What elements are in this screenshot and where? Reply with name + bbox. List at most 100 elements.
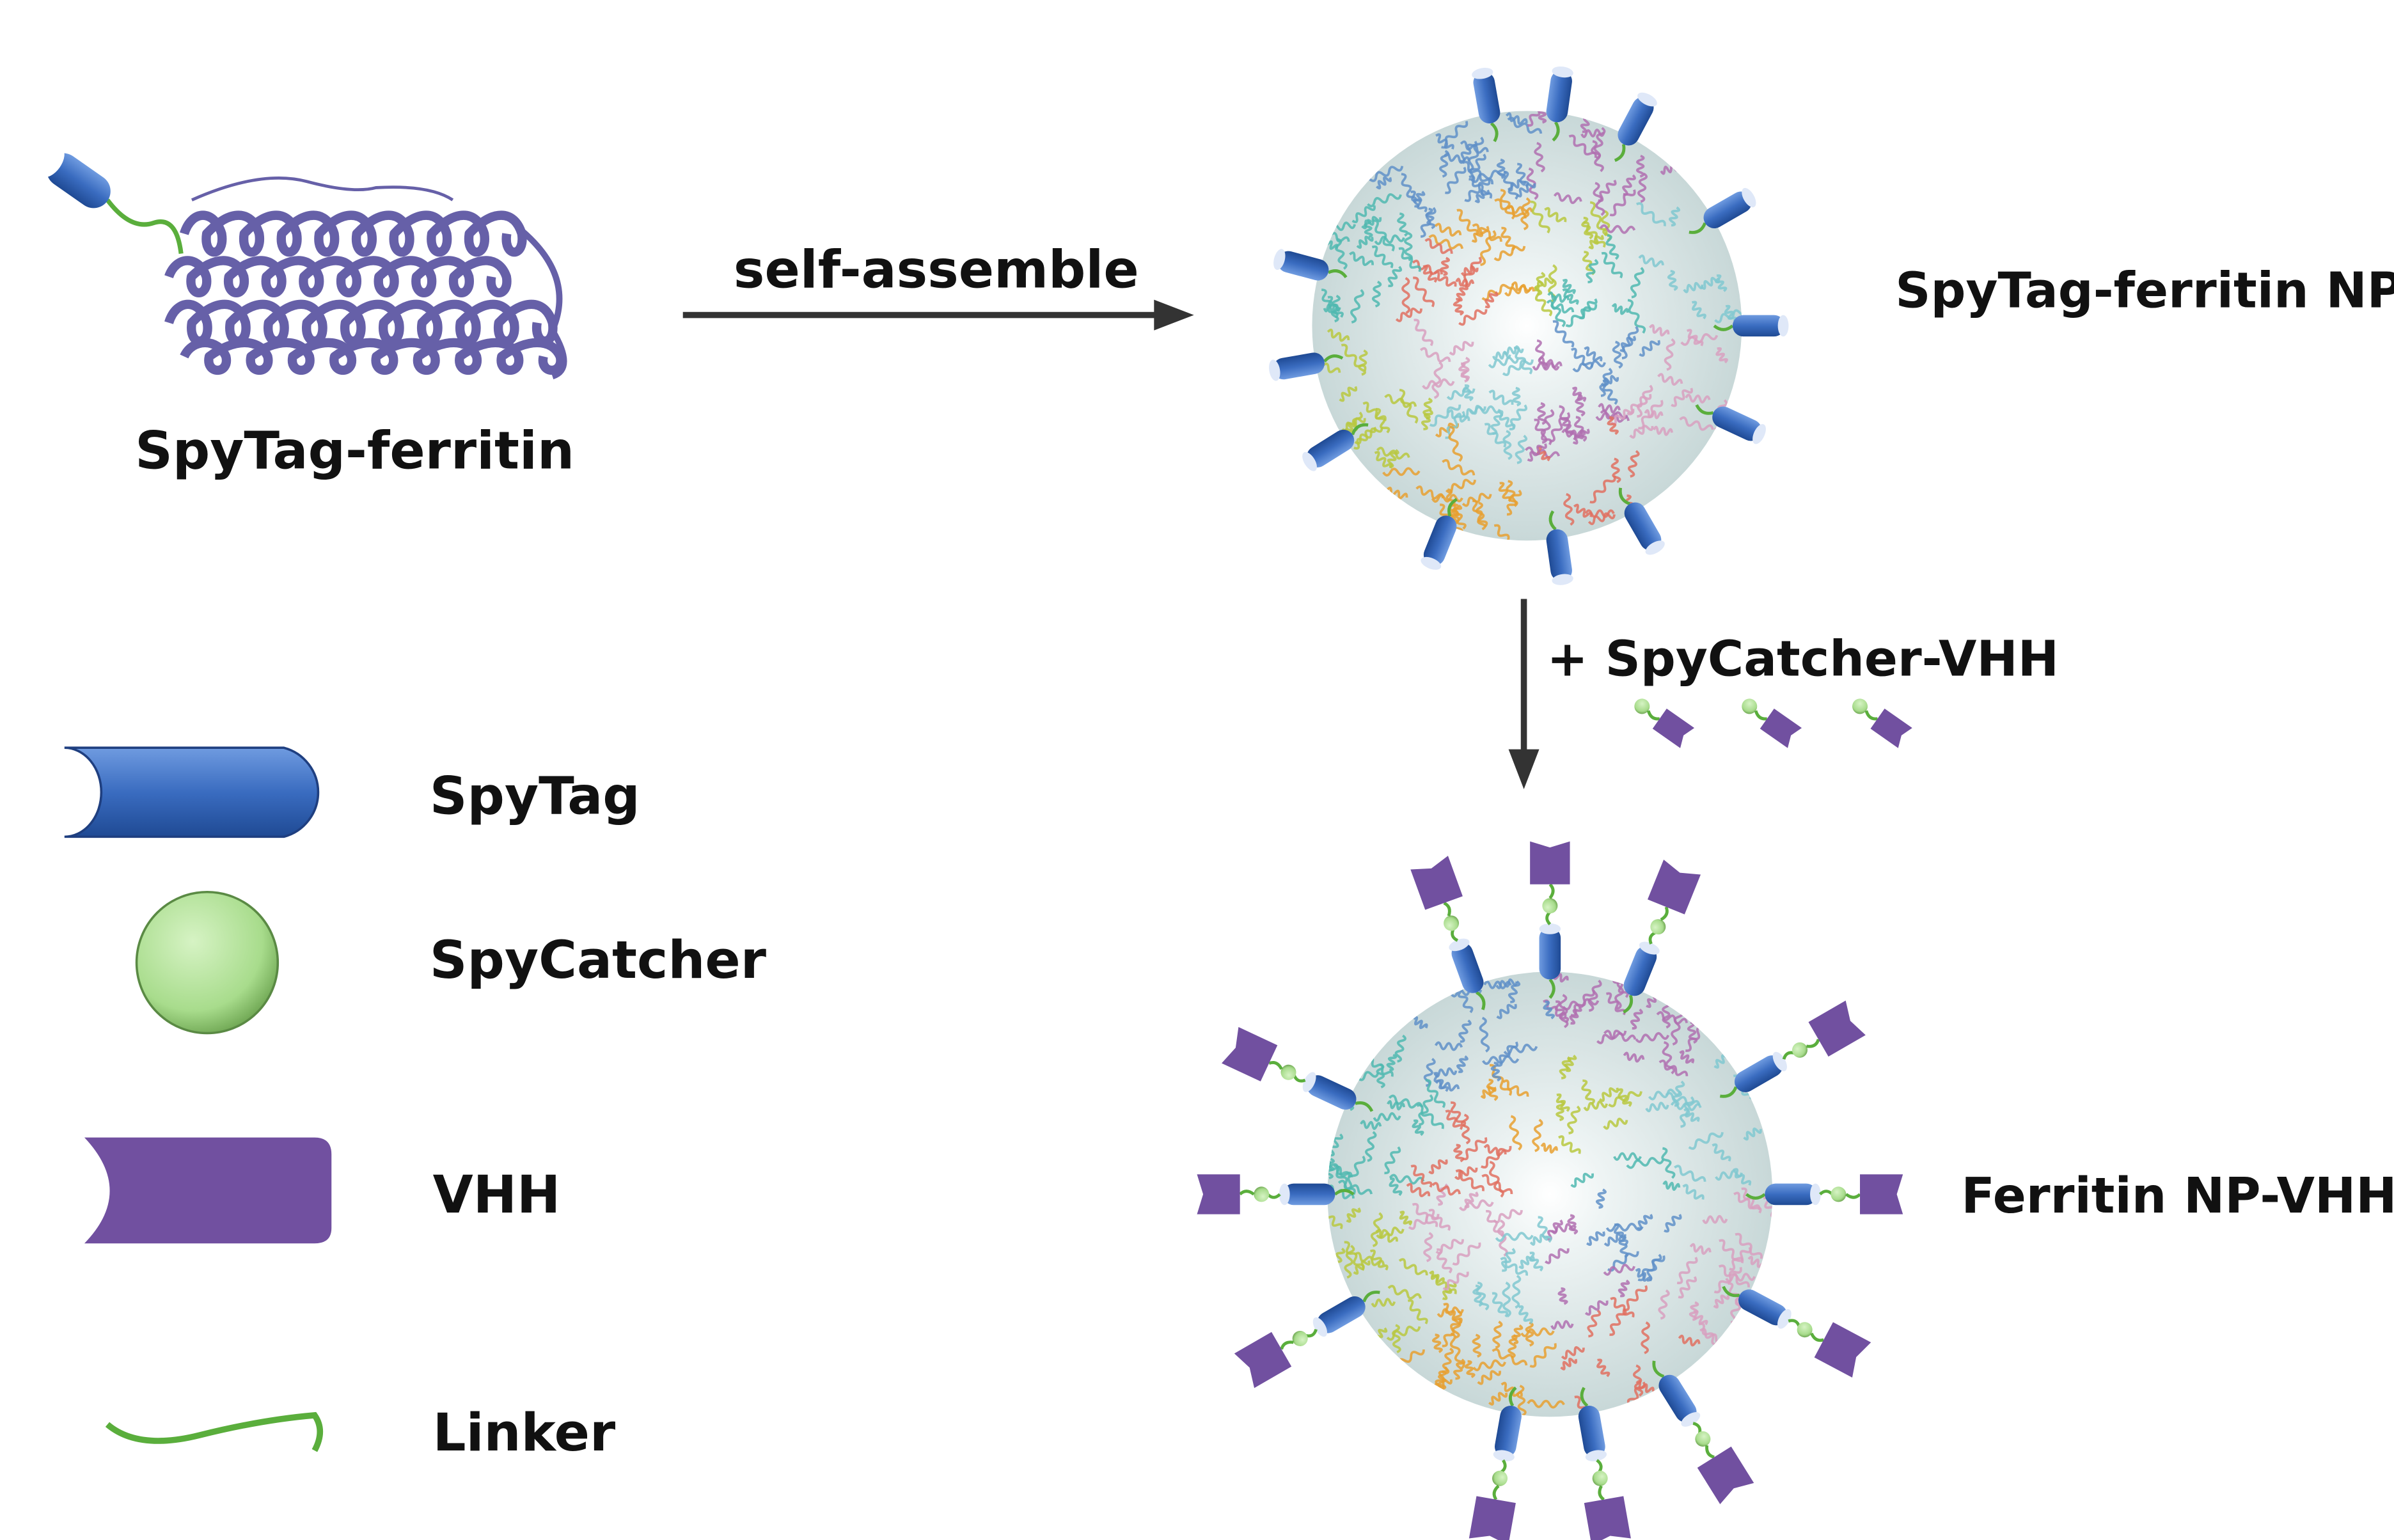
- spytag: [1618, 487, 1665, 555]
- linker: [1548, 978, 1555, 999]
- linker: [1362, 1291, 1380, 1303]
- linker: [1614, 144, 1626, 162]
- helix-subunit: [1492, 1292, 1509, 1317]
- spytag-cylinder: [1712, 406, 1762, 441]
- helix-subunit: [1724, 304, 1737, 322]
- helix-subunit: [1598, 403, 1621, 414]
- helix-subunit: [1344, 1241, 1365, 1271]
- helix-subunit: [1452, 1242, 1481, 1266]
- helix-subunit: [1529, 1252, 1543, 1272]
- helix-subunit: [1386, 1325, 1421, 1341]
- spycatcher-vhh-conjugate: [1634, 698, 1695, 748]
- spycatcher: [1742, 698, 1758, 714]
- helix-subunit: [1337, 1179, 1373, 1195]
- spytag-cylinder: [1307, 1075, 1357, 1110]
- spycatcher: [1280, 1064, 1296, 1080]
- helix-subunit: [1621, 326, 1639, 359]
- vhh: [1469, 1496, 1516, 1540]
- linker: [1818, 1190, 1834, 1196]
- linker: [1864, 710, 1878, 721]
- nanoparticle2-label: Ferritin NP-VHH: [1961, 1168, 2394, 1225]
- helix-subunit: [1515, 434, 1528, 464]
- spytag-end: [1637, 92, 1657, 107]
- spytag-cylinder: [1546, 70, 1572, 123]
- spytag-end: [1752, 424, 1766, 444]
- spytag-end: [1472, 68, 1493, 79]
- helix-subunit: [1516, 1385, 1527, 1417]
- helix-subunit: [1481, 283, 1515, 301]
- helix-subunit: [1644, 409, 1664, 420]
- helix-subunit: [1712, 1143, 1731, 1162]
- helix-subunit: [1349, 251, 1374, 266]
- helix-subunit: [1474, 189, 1490, 203]
- helix-subunit: [1421, 409, 1433, 430]
- helix-subunit: [1435, 1079, 1460, 1092]
- helix-subunit: [1735, 1232, 1763, 1259]
- helix-subunit: [1472, 223, 1502, 242]
- spycatcher: [1254, 1186, 1270, 1202]
- spytag-spycatcher-vhh: [1530, 841, 1570, 999]
- helix-subunit: [1679, 1050, 1695, 1064]
- helix-subunit: [1671, 1009, 1684, 1046]
- helix-subunit: [1525, 1321, 1534, 1347]
- helix-subunit: [1544, 207, 1567, 223]
- helix-subunit: [1445, 478, 1477, 494]
- linker: [1323, 354, 1344, 363]
- helix-subunit: [1373, 1112, 1401, 1122]
- spycatcher: [1634, 698, 1650, 714]
- step2-label: + SpyCatcher-VHH: [1547, 631, 2059, 688]
- helix-subunit: [1552, 320, 1575, 348]
- helix-subunit: [1529, 1234, 1549, 1246]
- helix-subunit: [1534, 271, 1546, 296]
- helix-subunit: [1431, 1182, 1461, 1196]
- spytag: [1421, 498, 1458, 570]
- spytag-cylinder: [1273, 352, 1325, 380]
- helix-subunit: [1550, 1320, 1574, 1330]
- vhh: [1222, 1026, 1278, 1081]
- helix-subunit: [1353, 1260, 1371, 1275]
- spytag: [1695, 404, 1766, 444]
- helix-subunit: [1443, 1303, 1463, 1324]
- helix-subunit: [1369, 166, 1404, 182]
- helix-subunit: [1488, 389, 1514, 405]
- helix-subunit: [1483, 980, 1512, 989]
- helix-subunit: [1401, 277, 1411, 315]
- helix-subunit: [1483, 1144, 1507, 1157]
- helix-subunit: [1508, 1334, 1518, 1359]
- linker: [1580, 1387, 1589, 1408]
- linker: [1443, 901, 1451, 917]
- helix-subunit: [1371, 280, 1382, 308]
- helix-subunit: [1461, 161, 1493, 185]
- helix-subunit: [1389, 1174, 1425, 1185]
- helix-subunit: [1502, 430, 1513, 460]
- helix-subunit: [1572, 428, 1590, 445]
- linker: [1266, 1193, 1281, 1199]
- helix-subunit: [1520, 1327, 1555, 1337]
- helix-subunit: [1653, 425, 1673, 436]
- helix-subunit: [1387, 1100, 1405, 1111]
- linker: [1492, 1484, 1500, 1501]
- linker: [1722, 1285, 1740, 1298]
- monomer-label: SpyTag-ferritin: [135, 421, 574, 482]
- helix-subunit: [1431, 1333, 1443, 1353]
- helix-subunit: [1729, 1246, 1752, 1271]
- helix-subunit: [1503, 345, 1524, 356]
- helix-subunit: [1431, 494, 1463, 503]
- helix-subunit: [1632, 1364, 1644, 1397]
- helix-subunit: [1453, 297, 1464, 316]
- helix-subunit: [1571, 347, 1593, 368]
- spytag-spycatcher-vhh: [1722, 1285, 1871, 1378]
- helix-subunit: [1648, 1088, 1681, 1101]
- helix-subunit: [1498, 482, 1512, 503]
- helix-subunit: [1384, 1146, 1401, 1175]
- linker: [1719, 1086, 1738, 1098]
- helix-subunit: [1376, 1226, 1405, 1239]
- helix-subunit: [1488, 1392, 1508, 1406]
- linker: [1623, 994, 1634, 1014]
- helix-subunit: [1536, 445, 1551, 462]
- helix-subunit: [1559, 405, 1577, 441]
- vhh: [1530, 841, 1570, 884]
- helix-subunit: [1623, 1285, 1648, 1312]
- helix-subunit: [1596, 1030, 1627, 1044]
- helix-subunit: [1486, 1078, 1499, 1101]
